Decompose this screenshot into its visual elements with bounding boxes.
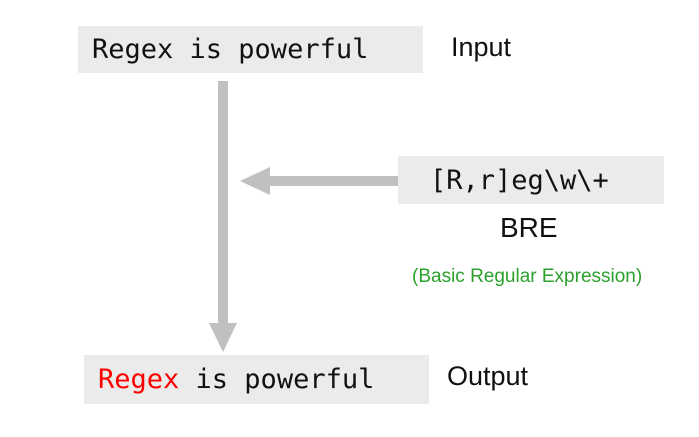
regex-pattern: [R,r]eg\w\+ — [430, 164, 609, 196]
input-text-box: Regex is powerful — [78, 26, 423, 73]
regex-pattern-box: [R,r]eg\w\+ — [398, 156, 664, 204]
input-label: Input — [451, 32, 512, 62]
regex-type-description: (Basic Regular Expression) — [412, 266, 643, 287]
output-match-highlight: Regex — [98, 364, 180, 395]
regex-type-label: BRE — [500, 212, 558, 243]
output-text-box: Regex is powerful — [84, 355, 429, 404]
output-rest-text: is powerful — [179, 364, 375, 395]
left-arrow — [240, 167, 398, 195]
input-text: Regex is powerful — [92, 34, 369, 65]
down-arrow — [209, 81, 237, 352]
output-label: Output — [447, 361, 529, 391]
